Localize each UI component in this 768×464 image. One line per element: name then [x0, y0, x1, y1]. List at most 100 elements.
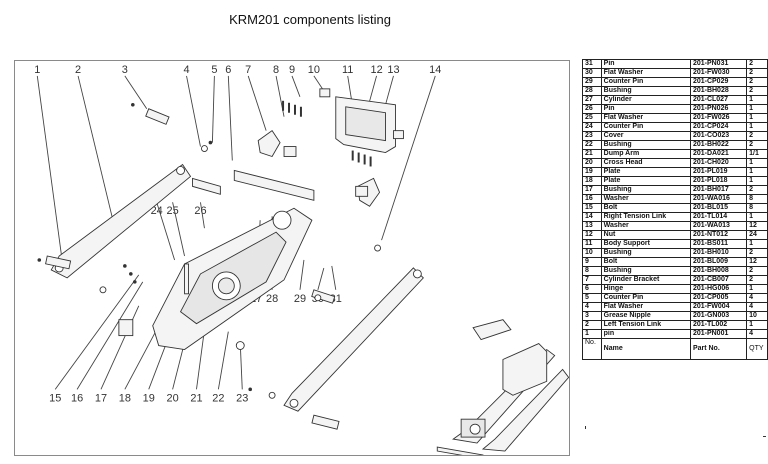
table-cell-part: 201-CL027: [689, 95, 748, 105]
callout-number: 18: [119, 392, 131, 404]
callout-number: 24: [151, 205, 163, 217]
table-cell-qty: 1: [746, 212, 768, 222]
table-cell-part: 201-BH028: [689, 86, 748, 96]
table-cell-part: 201-CB007: [689, 275, 748, 285]
table-cell-part: 201-NT012: [689, 230, 748, 240]
callout-number: 14: [429, 64, 441, 76]
table-cell-part: 201-CO023: [689, 131, 748, 141]
column-header-name: Name: [600, 338, 691, 360]
table-cell-part: 201-PL019: [689, 167, 748, 177]
table-cell-no: 15: [582, 203, 602, 213]
table-cell-no: 4: [582, 302, 602, 312]
table-cell-qty: 2: [746, 140, 768, 150]
table-cell-part: 201-BH022: [689, 140, 748, 150]
table-cell-qty: 8: [746, 203, 768, 213]
table-cell-part: 201-FW026: [689, 113, 748, 123]
table-cell-no: 28: [582, 86, 602, 96]
table-cell-name: Bushing: [600, 248, 691, 258]
table-cell-name: Counter Pin: [600, 122, 691, 132]
table-cell-name: Left Tension Link: [600, 320, 691, 330]
table-cell-no: 9: [582, 257, 602, 267]
callout-number: 11: [342, 64, 353, 76]
table-cell-no: 30: [582, 68, 602, 78]
table-cell-qty: 1: [746, 95, 768, 105]
table-cell-name: Pin: [600, 104, 691, 114]
callout-number: 13: [387, 64, 399, 76]
table-cell-qty: 1: [746, 158, 768, 168]
table-cell-name: Hinge: [600, 284, 691, 294]
callout-number: 26: [194, 205, 206, 217]
table-cell-part: 201-BH008: [689, 266, 748, 276]
table-cell-qty: 4: [746, 302, 768, 312]
table-cell-qty: 2: [746, 248, 768, 258]
table-cell-no: 25: [582, 113, 602, 123]
table-cell-name: Washer: [600, 194, 691, 204]
table-cell-qty: 2: [746, 275, 768, 285]
callout-number: 3: [122, 64, 128, 76]
table-cell-qty: 2: [746, 68, 768, 78]
column-header-part: Part No.: [689, 338, 748, 360]
table-cell-no: 14: [582, 212, 602, 222]
callout-number: 4: [183, 64, 189, 76]
callout-number: 15: [49, 392, 61, 404]
table-cell-qty: 8: [746, 194, 768, 204]
table-cell-qty: 1: [746, 167, 768, 177]
table-cell-no: 29: [582, 77, 602, 87]
table-cell-part: 201-PN031: [689, 59, 748, 69]
table-cell-qty: 1: [746, 104, 768, 114]
table-cell-name: Cylinder: [600, 95, 691, 105]
table-cell-qty: 4: [746, 329, 768, 339]
table-cell-name: Cylinder Bracket: [600, 275, 691, 285]
table-cell-name: Flat Washer: [600, 113, 691, 123]
callout-number: 16: [71, 392, 83, 404]
callout-number: 19: [143, 392, 155, 404]
callout-number: 7: [245, 64, 251, 76]
callout-number: 29: [294, 293, 306, 305]
table-cell-name: Bushing: [600, 185, 691, 195]
table-cell-name: Bolt: [600, 257, 691, 267]
table-cell-part: 201-DA021: [689, 149, 748, 159]
part-shapes: [37, 88, 569, 455]
table-cell-qty: 2: [746, 59, 768, 69]
table-cell-part: 201-PL018: [689, 176, 748, 186]
table-cell-no: 3: [582, 311, 602, 321]
table-cell-qty: 24: [746, 230, 768, 240]
table-cell-no: 18: [582, 176, 602, 186]
table-cell-part: 201-FW030: [689, 68, 748, 78]
table-cell-part: 201-WA016: [689, 194, 748, 204]
table-cell-name: Grease Nipple: [600, 311, 691, 321]
table-cell-name: Right Tension Link: [600, 212, 691, 222]
table-cell-name: Plate: [600, 176, 691, 186]
margin-mark: [763, 436, 766, 437]
table-cell-part: 201-FW004: [689, 302, 748, 312]
table-cell-name: Counter Pin: [600, 77, 691, 87]
table-cell-qty: 2: [746, 131, 768, 141]
callout-number: 5: [211, 64, 217, 76]
table-cell-name: Cover: [600, 131, 691, 141]
table-cell-qty: 1/1: [746, 149, 768, 159]
table-cell-part: 201-BL015: [689, 203, 748, 213]
table-cell-name: Plate: [600, 167, 691, 177]
table-cell-no: 21: [582, 149, 602, 159]
table-cell-qty: 12: [746, 221, 768, 231]
